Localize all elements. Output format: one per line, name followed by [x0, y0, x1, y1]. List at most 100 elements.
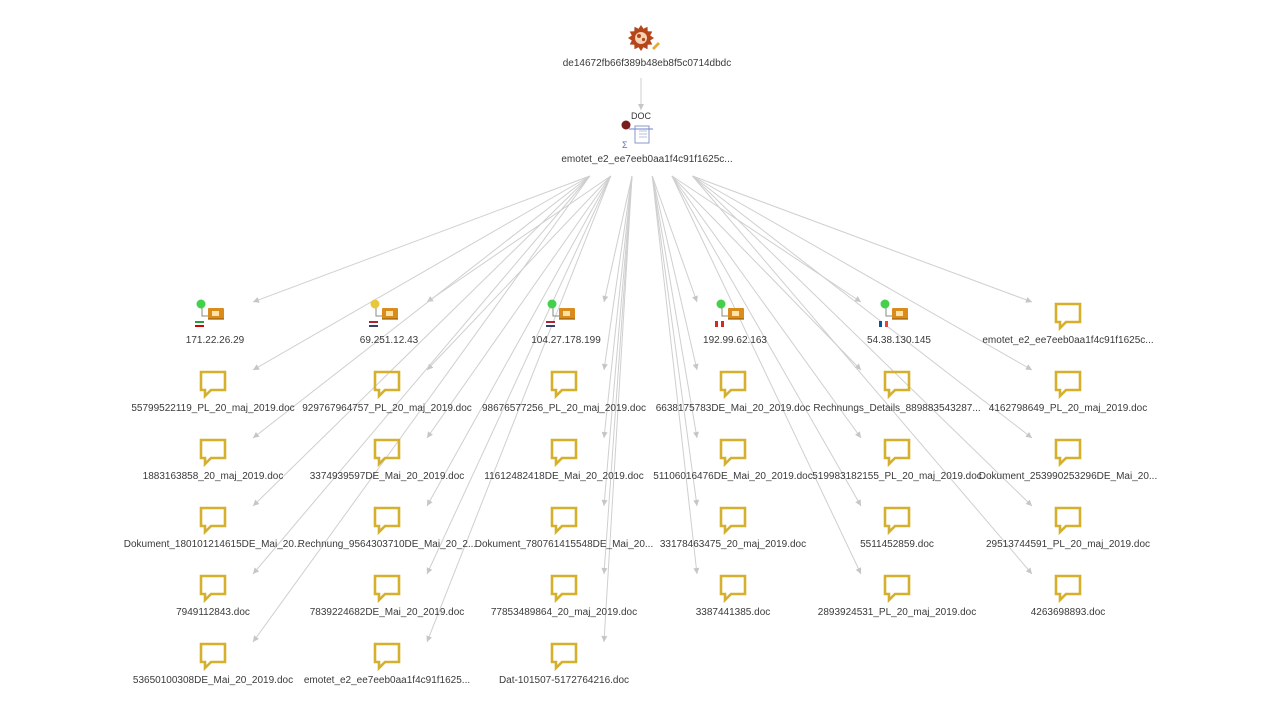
file-node-label[interactable]: 11612482418DE_Mai_20_2019.doc [484, 471, 644, 482]
edge-doc-to-file-0 [692, 175, 1033, 303]
file-node-label[interactable]: 519983182155_PL_20_maj_2019.doc [812, 471, 982, 482]
file-node-label[interactable]: 29513744591_PL_20_maj_2019.doc [985, 539, 1151, 550]
doc-type-tag: DOC [631, 111, 651, 121]
file-node-label[interactable]: 77853489864_20_maj_2019.doc [490, 607, 638, 618]
edge-doc-to-file-6 [692, 175, 1033, 371]
file-speech-bubble-icon[interactable] [719, 574, 747, 604]
edge-doc-to-file-2 [426, 175, 612, 371]
file-speech-bubble-icon[interactable] [550, 438, 578, 468]
edge-doc-to-file-7 [252, 175, 591, 439]
edge-doc-to-ip-4 [671, 175, 862, 303]
file-node-label[interactable]: Dat-101507-5172764216.doc [498, 675, 630, 686]
file-speech-bubble-icon[interactable] [550, 574, 578, 604]
edge-root-to-doc [638, 78, 644, 110]
file-speech-bubble-icon[interactable] [199, 642, 227, 672]
root-node-label[interactable]: de14672fb66f389b48eb8f5c0714dbdc [562, 58, 732, 69]
edge-doc-to-file-10 [651, 175, 699, 439]
flag-us-icon [369, 321, 378, 327]
edge-doc-to-file-12 [692, 175, 1033, 439]
file-speech-bubble-icon[interactable] [373, 506, 401, 536]
file-node-label[interactable]: 4162798649_PL_20_maj_2019.doc [988, 403, 1148, 414]
status-dot-icon [547, 299, 557, 309]
file-node-label[interactable]: Rechnung_9564303710DE_Mai_20_2... [297, 539, 477, 550]
file-speech-bubble-icon[interactable] [883, 438, 911, 468]
edge-doc-to-file-15 [601, 175, 633, 507]
file-speech-bubble-icon[interactable] [373, 642, 401, 672]
file-node-label[interactable]: 33178463475_20_maj_2019.doc [659, 539, 807, 550]
network-card-icon[interactable] [369, 299, 398, 328]
edge-doc-to-file-13 [252, 175, 591, 507]
edge-doc-to-file-18 [692, 175, 1033, 507]
file-node-label[interactable]: 6638175783DE_Mai_20_2019.doc [655, 403, 811, 414]
file-speech-bubble-icon[interactable] [883, 506, 911, 536]
file-node-label[interactable]: 2893924531_PL_20_maj_2019.doc [817, 607, 977, 618]
file-node-label[interactable]: 3387441385.doc [695, 607, 771, 618]
edge-doc-to-file-1 [252, 175, 591, 371]
edge-doc-to-file-27 [601, 175, 633, 643]
file-node-label[interactable]: 51106016476DE_Mai_20_2019.doc [653, 471, 813, 482]
file-node-label[interactable]: 98676577256_PL_20_maj_2019.doc [481, 403, 647, 414]
file-speech-bubble-icon[interactable] [373, 438, 401, 468]
network-card-icon[interactable] [879, 299, 908, 328]
file-speech-bubble-icon[interactable] [1054, 574, 1082, 604]
network-card-icon[interactable] [715, 299, 744, 328]
status-dot-icon [716, 299, 726, 309]
ip-node-label[interactable]: 192.99.62.163 [703, 335, 767, 346]
file-speech-bubble-icon[interactable] [373, 370, 401, 400]
file-speech-bubble-icon[interactable] [199, 438, 227, 468]
edge-doc-to-file-4 [651, 175, 699, 371]
file-node-label[interactable]: 7839224682DE_Mai_20_2019.doc [309, 607, 465, 618]
file-node-label[interactable]: 7949112843.doc [176, 607, 250, 618]
file-speech-bubble-icon[interactable] [373, 574, 401, 604]
network-card-icon[interactable] [195, 299, 224, 328]
ip-node-label[interactable]: 54.38.130.145 [867, 335, 931, 346]
edge-doc-to-ip-1 [426, 175, 612, 303]
status-dot-icon [370, 299, 380, 309]
network-card-icon[interactable] [546, 299, 575, 328]
edge-doc-to-file-23 [671, 175, 862, 575]
file-speech-bubble-icon[interactable] [550, 642, 578, 672]
edge-doc-to-ip-2 [602, 175, 633, 303]
edge-doc-to-file-17 [671, 175, 862, 507]
file-speech-bubble-icon[interactable] [1054, 302, 1082, 332]
file-node-label[interactable]: 929767964757_PL_20_maj_2019.doc [302, 403, 472, 414]
file-speech-bubble-icon[interactable] [1054, 438, 1082, 468]
file-speech-bubble-icon[interactable] [199, 574, 227, 604]
file-node-label[interactable]: 5511452859.doc [860, 539, 934, 550]
file-node-label[interactable]: Dokument_180101214615DE_Mai_20... [123, 539, 303, 550]
file-speech-bubble-icon[interactable] [883, 370, 911, 400]
file-speech-bubble-icon[interactable] [719, 370, 747, 400]
file-node-label[interactable]: emotet_e2_ee7eeb0aa1f4c91f1625c... [982, 335, 1154, 346]
file-speech-bubble-icon[interactable] [550, 506, 578, 536]
file-node-label[interactable]: 4263698893.doc [1030, 607, 1106, 618]
file-speech-bubble-icon[interactable] [199, 370, 227, 400]
edge-doc-to-file-11 [671, 175, 862, 439]
file-node-label[interactable]: 3374939597DE_Mai_20_2019.doc [309, 471, 465, 482]
file-node-label[interactable]: emotet_e2_ee7eeb0aa1f4c91f1625... [303, 675, 471, 686]
flag-ca-icon [715, 321, 724, 327]
file-speech-bubble-icon[interactable] [719, 506, 747, 536]
file-speech-bubble-icon[interactable] [1054, 370, 1082, 400]
ip-node-label[interactable]: 104.27.178.199 [531, 335, 601, 346]
file-speech-bubble-icon[interactable] [1054, 506, 1082, 536]
edge-doc-to-ip-0 [252, 175, 591, 303]
file-speech-bubble-icon[interactable] [719, 438, 747, 468]
file-node-label[interactable]: Dokument_780761415548DE_Mai_20... [474, 539, 654, 550]
file-speech-bubble-icon[interactable] [199, 506, 227, 536]
ip-node-label[interactable]: 69.251.12.43 [359, 335, 419, 346]
ip-node-label[interactable]: 171.22.26.29 [185, 335, 245, 346]
file-speech-bubble-icon[interactable] [550, 370, 578, 400]
edge-doc-to-file-22 [651, 175, 700, 575]
edge-doc-to-file-20 [426, 175, 612, 575]
file-node-label[interactable]: 53650100308DE_Mai_20_2019.doc [132, 675, 294, 686]
file-node-label[interactable]: 55799522119_PL_20_maj_2019.doc [131, 403, 295, 414]
edge-doc-to-file-3 [601, 175, 633, 371]
file-speech-bubble-icon[interactable] [883, 574, 911, 604]
virus-gear-icon[interactable] [628, 25, 660, 51]
file-node-label[interactable]: Rechnungs_Details_889883543287... [813, 403, 981, 414]
doc-node-label[interactable]: emotet_e2_ee7eeb0aa1f4c91f1625c... [561, 154, 733, 165]
file-node-label[interactable]: 1883163858_20_maj_2019.doc [142, 471, 284, 482]
document-icon[interactable]: Σ [621, 120, 654, 151]
file-node-label[interactable]: Dokument_253990253296DE_Mai_20... [978, 471, 1158, 482]
edge-doc-to-file-21 [601, 175, 633, 575]
